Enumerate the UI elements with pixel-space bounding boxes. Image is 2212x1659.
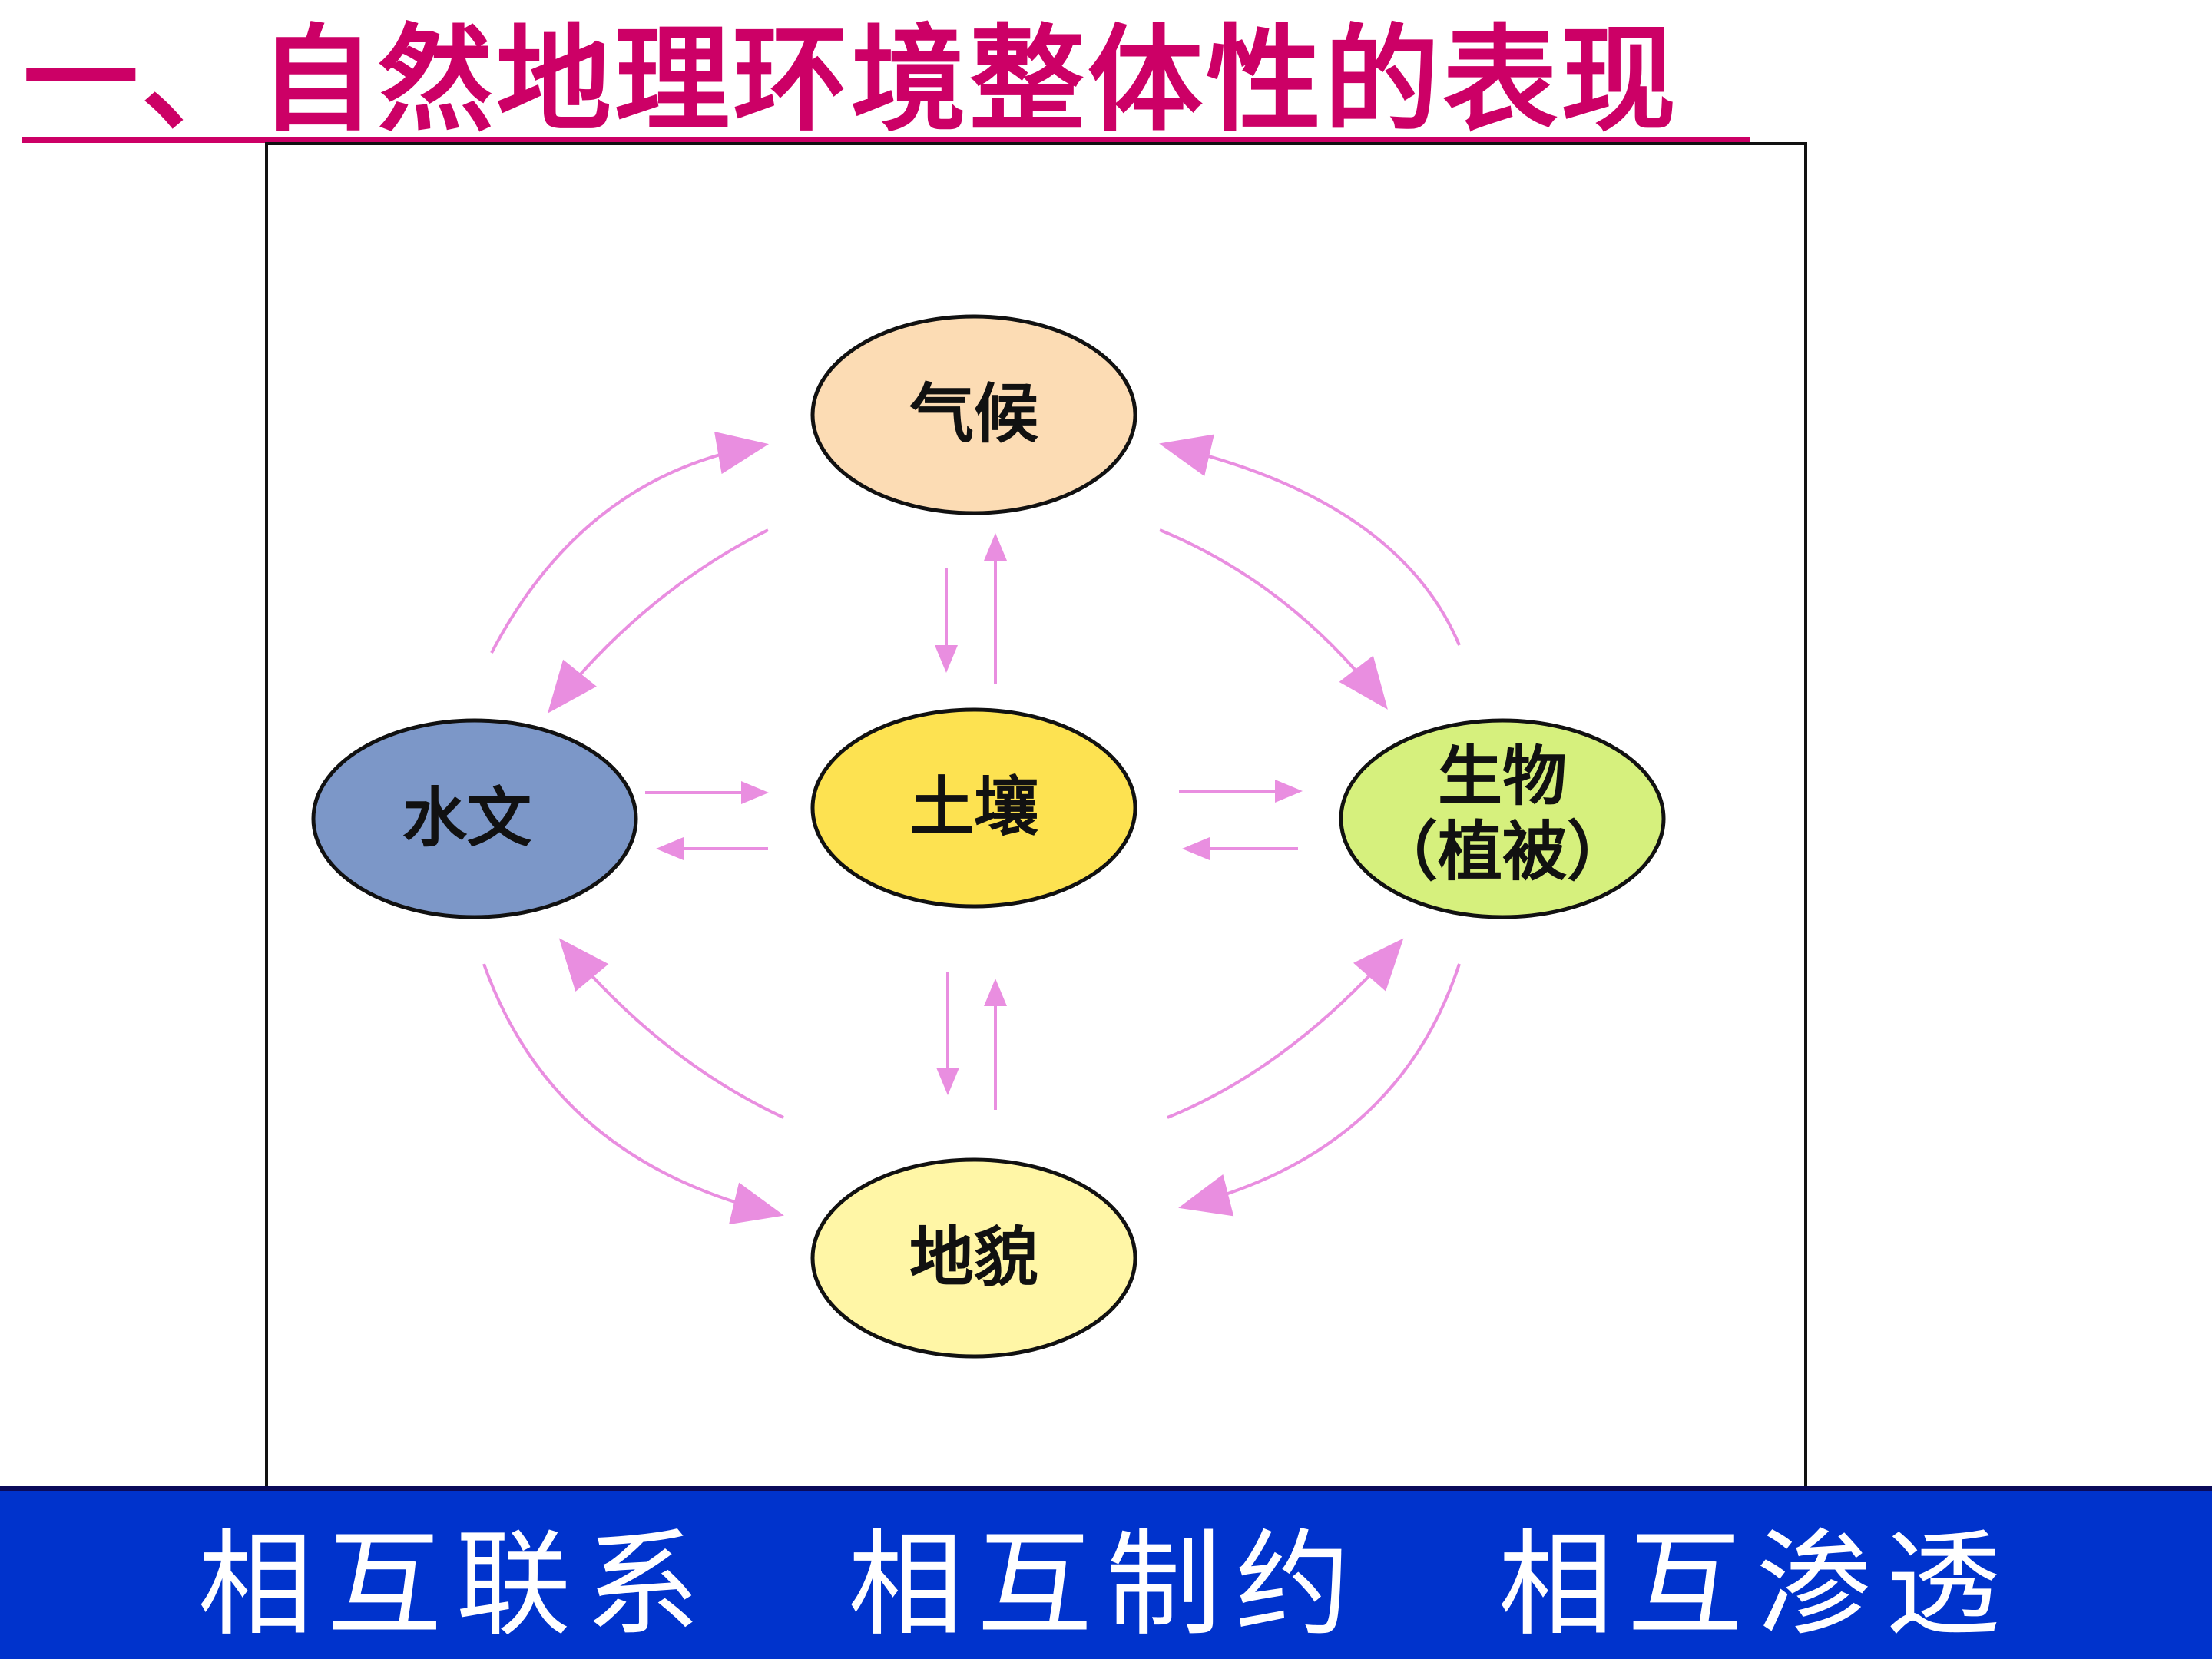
- summary-banner: 相互联系 相互制约 相互渗透: [0, 1486, 2212, 1659]
- title-underline: [22, 137, 1750, 143]
- banner-item-restriction: 相互制约: [847, 1518, 1364, 1652]
- node-climate-label: 气候: [909, 376, 1039, 452]
- arrow-hydrology-to-landform: [482, 963, 784, 1225]
- node-biology-label-2: （植被）: [1373, 814, 1631, 889]
- node-hydrology: 水文: [311, 718, 638, 919]
- arrow-hydrology-to-climate: [490, 432, 770, 654]
- page-title: 一、自然地理环境整体性的表现: [23, 14, 1680, 147]
- arrow-biology-to-climate: [1159, 434, 1461, 646]
- arrow-landform-to-biology: [1167, 938, 1404, 1119]
- node-landform-label: 地貌: [909, 1220, 1038, 1295]
- node-soil-label: 土壤: [909, 770, 1038, 845]
- node-hydrology-label: 水文: [402, 780, 531, 856]
- banner-item-connection: 相互联系: [197, 1518, 714, 1652]
- banner-item-permeation: 相互渗透: [1498, 1518, 2015, 1652]
- node-climate: 气候: [810, 314, 1137, 515]
- arrow-biology-to-landform: [1178, 963, 1461, 1217]
- node-biology: 生物 （植被）: [1339, 718, 1666, 919]
- node-biology-label-1: 生物: [1438, 739, 1567, 814]
- arrow-landform-to-hydrology: [558, 938, 784, 1119]
- node-soil: 土壤: [810, 707, 1137, 909]
- arrow-climate-to-biology: [1159, 528, 1388, 710]
- node-landform: 地貌: [810, 1157, 1137, 1359]
- arrow-climate-to-hydrology: [548, 528, 769, 714]
